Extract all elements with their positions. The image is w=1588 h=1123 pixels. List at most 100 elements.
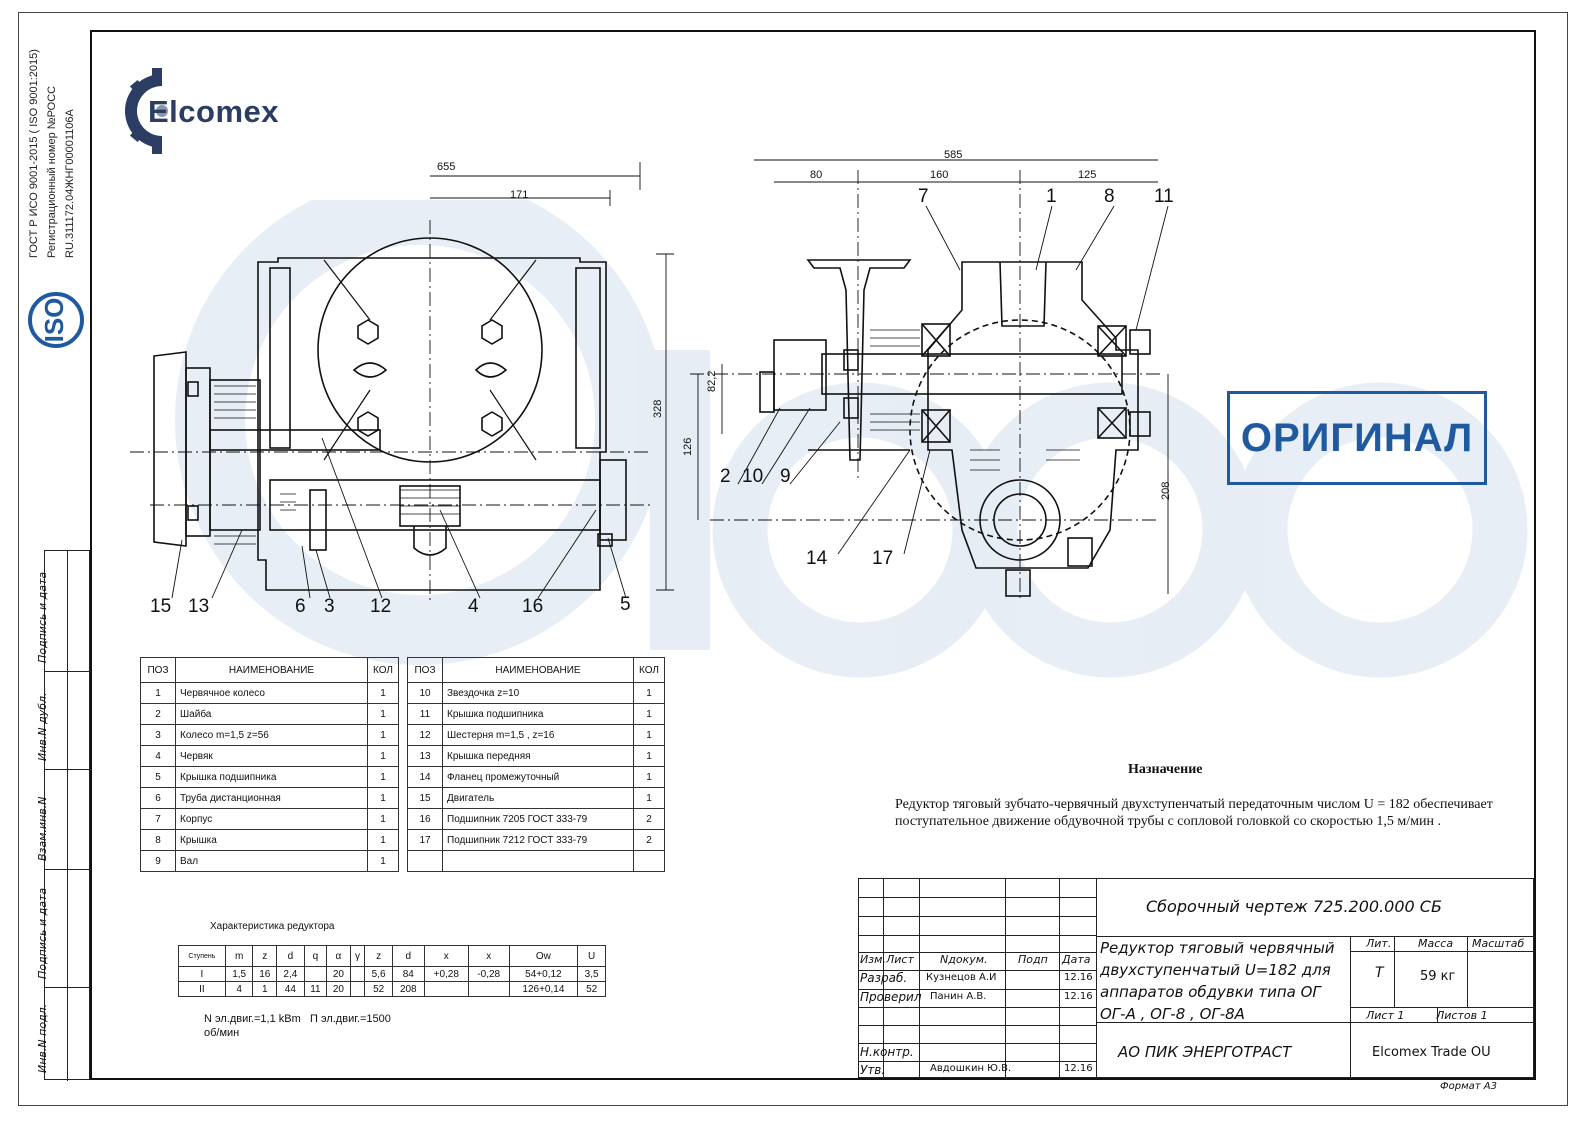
parts-cell-qty: 1 [367, 703, 399, 725]
callout-11: 11 [1154, 186, 1174, 207]
parts-cell-qty: 1 [367, 850, 399, 872]
callout-3: 3 [324, 596, 335, 617]
parts-cell-name: Червяк [175, 745, 368, 767]
char-header-cell: x [423, 945, 469, 967]
char-header-cell: q [303, 945, 328, 967]
utv-date: 12.16 [1064, 1063, 1093, 1074]
char-cell: 1,5 [224, 966, 254, 982]
razrab-date: 12.16 [1064, 972, 1093, 983]
dim-160: 160 [930, 169, 949, 181]
char-cell: 52 [577, 981, 606, 997]
row-proveril: Проверил [860, 990, 922, 1004]
parts-cell-qty: 1 [633, 787, 665, 809]
parts-cell-pos: 2 [140, 703, 176, 725]
row-utv: Утв. [860, 1063, 886, 1077]
parts-cell-pos: 14 [407, 766, 443, 788]
callout-2: 2 [720, 466, 731, 487]
parts-cell-name: Корпус [175, 808, 368, 830]
callout-8: 8 [1104, 186, 1115, 207]
product-name: Редуктор тяговый червячный двухступенчат… [1100, 939, 1335, 1023]
dim-655: 655 [437, 161, 456, 173]
char-cell [349, 966, 366, 982]
characteristics-title: Характеристика редуктора [210, 921, 335, 932]
parts-cell-pos: 3 [140, 724, 176, 746]
char-header-cell: d [391, 945, 425, 967]
parts-cell-qty: 1 [367, 724, 399, 746]
parts-cell-name: Крышка передняя [442, 745, 634, 767]
outer-frame [18, 12, 1568, 1106]
parts-cell-pos [407, 850, 443, 872]
parts-cell-pos: 15 [407, 787, 443, 809]
title-block [858, 878, 1535, 1079]
parts-cell-qty: 2 [633, 808, 665, 830]
sidebar-cell: Взам.инв.N [36, 769, 67, 869]
parts-cell-name: Шайба [175, 703, 368, 725]
char-cell: 3,5 [577, 966, 606, 982]
purpose-text: Редуктор тяговый зубчато-червячный двухс… [895, 797, 1493, 829]
parts-cell-qty: 2 [633, 829, 665, 851]
char-header-cell: Ow [508, 945, 579, 967]
utv-name: Авдошкин Ю.В. [930, 1063, 1012, 1074]
char-cell: 5,6 [364, 966, 393, 982]
parts-cell-pos: 9 [140, 850, 176, 872]
sidebar-cell: Подпись и дата [36, 869, 67, 987]
parts-cell-name: Фланец промежуточный [442, 766, 634, 788]
parts-cell-pos: 5 [140, 766, 176, 788]
col-data: Дата [1062, 953, 1091, 966]
col-list: Лист [886, 953, 914, 966]
char-cell: -0,28 [467, 966, 510, 982]
char-cell [467, 981, 510, 997]
dim-82-2: 82,2 [706, 370, 718, 392]
callout-1: 1 [1046, 186, 1057, 207]
col-pos: ПОЗ [407, 657, 443, 683]
char-cell: 208 [391, 981, 425, 997]
parts-cell-pos: 4 [140, 745, 176, 767]
dim-80: 80 [810, 169, 823, 181]
parts-cell-name: Звездочка z=10 [442, 682, 634, 704]
parts-cell-qty: 1 [367, 808, 399, 830]
parts-cell-qty: 1 [367, 787, 399, 809]
col-pos: ПОЗ [140, 657, 176, 683]
cert-line-1: ГОСТ Р ИСО 9001-2015 ( ISO 9001:2015) [28, 49, 40, 258]
char-cell: +0,28 [423, 966, 469, 982]
callout-9: 9 [780, 466, 791, 487]
callout-5: 5 [620, 594, 631, 615]
char-cell: 1 [252, 981, 278, 997]
char-header-cell: z [364, 945, 393, 967]
parts-cell-pos: 1 [140, 682, 176, 704]
callout-16: 16 [522, 596, 544, 617]
parts-cell-pos: 12 [407, 724, 443, 746]
parts-cell-pos: 17 [407, 829, 443, 851]
col-qty: КОЛ [633, 657, 665, 683]
parts-cell-qty: 1 [367, 682, 399, 704]
proveril-date: 12.16 [1064, 991, 1093, 1002]
char-header-cell: x [467, 945, 510, 967]
lit-label: Лит. [1366, 937, 1392, 950]
sidebar-cell: Инв.N дубл. [36, 671, 67, 769]
parts-cell-pos: 11 [407, 703, 443, 725]
organization: АО ПИК ЭНЕРГОТРАСТ [1118, 1043, 1292, 1061]
original-stamp: ОРИГИНАЛ [1227, 391, 1487, 485]
mass-label: Масса [1418, 937, 1454, 950]
callout-13: 13 [188, 596, 210, 617]
char-cell: 44 [276, 981, 305, 997]
purpose-title: Назначение [1128, 762, 1203, 777]
dim-208: 208 [1160, 481, 1172, 500]
col-qty: КОЛ [367, 657, 399, 683]
char-header-cell: d [276, 945, 305, 967]
parts-cell-name: Подшипник 7205 ГОСТ 333-79 [442, 808, 634, 830]
parts-cell-name: Вал [175, 850, 368, 872]
parts-cell-pos: 16 [407, 808, 443, 830]
parts-cell-name [442, 850, 634, 872]
char-cell: II [178, 981, 226, 997]
right-view-drawing [690, 159, 1169, 600]
sidebar-cell: Подпись и дата [36, 571, 49, 663]
